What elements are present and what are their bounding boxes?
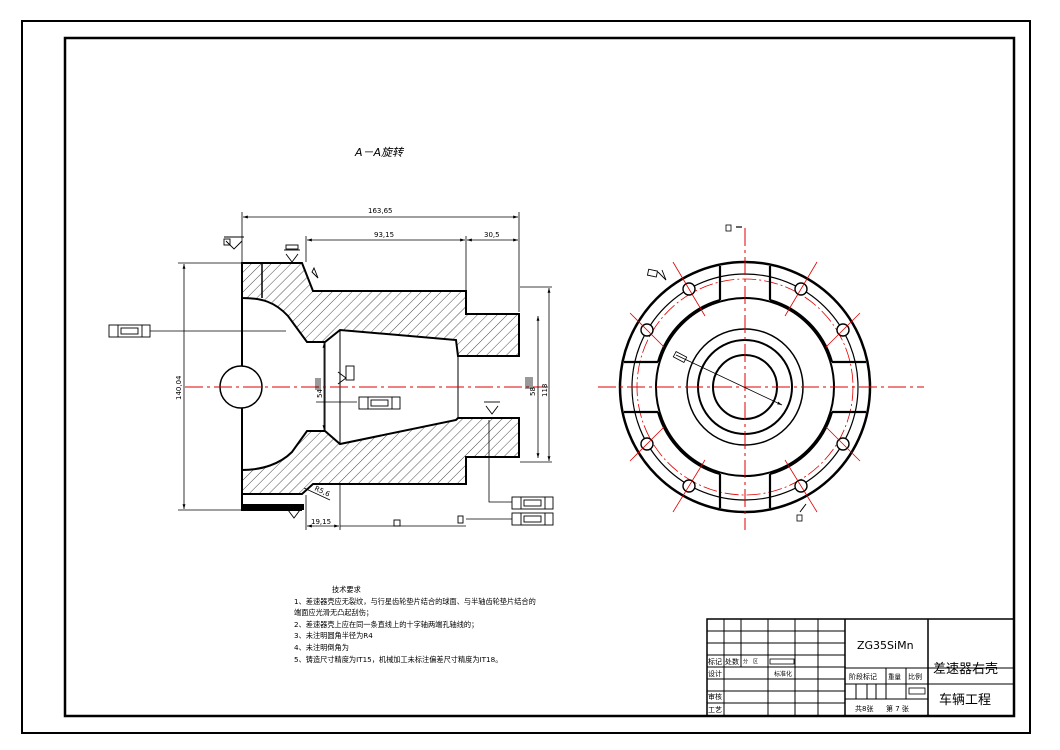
bolt-centerlines — [629, 261, 861, 513]
roughness-mark-bore — [337, 365, 355, 385]
title-block-scale-box — [908, 687, 926, 695]
lower-wall-hatch — [241, 417, 520, 495]
dim-bottom-offset-text: 19,15 — [311, 518, 331, 526]
dim-bore-right-text: 58 — [529, 387, 537, 396]
title-block-sheet-no: 第 7 张 — [886, 704, 909, 713]
roughness-mark-base — [393, 519, 401, 527]
bore-right-tolerance-mark — [525, 377, 533, 389]
technical-note-item: 端面应光滑无凸起刮伤； — [294, 608, 374, 618]
dim-right-length-text: 30,5 — [484, 231, 500, 239]
technical-note-item: 4、未注明倒角为 — [294, 642, 349, 652]
roughness-mark-flange — [646, 268, 667, 281]
roughness-mark-left — [223, 236, 244, 250]
upper-wall-hatch — [241, 262, 520, 357]
tolerance-frame-right-2 — [511, 512, 554, 526]
dim-left-diameter-text: 140,04 — [175, 375, 183, 400]
view-mark-top — [725, 224, 732, 232]
section-view: A－A旋转 163,65 93,15 30,5 140,04 — [108, 146, 554, 530]
title-block-label-mark: 标记 — [708, 657, 722, 666]
diameter-leader — [675, 354, 783, 406]
title-block-label-review: 审核 — [708, 692, 722, 701]
title-block-label-process: 工艺 — [708, 706, 722, 714]
roughness-mark-base-2 — [457, 515, 464, 524]
title-block-part-name: 差速器右壳 — [933, 662, 998, 677]
title-block-sheets-total: 共8张 — [855, 704, 873, 713]
title-block-label-stage: 阶段标记 — [849, 672, 877, 681]
tolerance-frame-center — [358, 396, 401, 410]
roughness-mark-right — [484, 401, 500, 415]
technical-notes: 技术要求 1、差速器壳应无裂纹，与行星齿轮垫片结合的球面、与半轴齿轮垫片结合的 … — [294, 584, 614, 665]
web-outline — [624, 266, 866, 508]
title-block-date-box — [769, 658, 795, 665]
dim-mid-length-text: 93,15 — [374, 231, 394, 239]
title-block-label-zone: 分 区 — [743, 658, 758, 665]
technical-note-item: 2、差速器壳上应在同一条直线上的十字轴两端孔轴线的； — [294, 619, 479, 629]
roughness-mark-inner — [311, 266, 319, 279]
title-block-material: ZG35SiMn — [857, 639, 914, 652]
dim-right-diameter-text: 118 — [541, 384, 549, 397]
dim-bore-left-text: 54 — [316, 389, 324, 398]
roughness-mark-top — [284, 244, 300, 263]
inner-border — [63, 36, 1016, 718]
title-block-label-design: 设计 — [708, 669, 722, 678]
end-view — [598, 224, 924, 530]
section-title: A－A旋转 — [354, 146, 405, 159]
title-block — [706, 618, 1015, 717]
outer-border — [21, 20, 1031, 734]
title-block-label-std: 标准化 — [774, 670, 792, 678]
bottom-lip — [242, 504, 304, 510]
technical-notes-title: 技术要求 — [332, 585, 361, 594]
dim-overall-length-text: 163,65 — [368, 207, 393, 215]
tolerance-frame-left — [108, 324, 151, 338]
technical-note-item: 1、差速器壳应无裂纹，与行星齿轮垫片结合的球面、与半轴齿轮垫片结合的 — [294, 596, 536, 606]
tolerance-frame-right-1 — [511, 496, 554, 510]
title-block-label-weight: 重量 — [888, 673, 902, 681]
title-block-project: 车辆工程 — [939, 692, 991, 708]
bore-left-tolerance-mark — [315, 378, 321, 390]
diameter-label-box — [672, 350, 688, 364]
title-block-label-scale: 比例 — [908, 672, 922, 681]
view-mark-bottom — [796, 514, 803, 522]
roughness-mark-bottom — [286, 505, 302, 519]
technical-note-item: 3、未注明圆角半径为R4 — [294, 631, 373, 641]
technical-note-item: 5、铸造尺寸精度为IT15，机械加工未标注偏差尺寸精度为IT18。 — [294, 654, 503, 664]
title-block-label-count: 处数 — [725, 657, 739, 666]
